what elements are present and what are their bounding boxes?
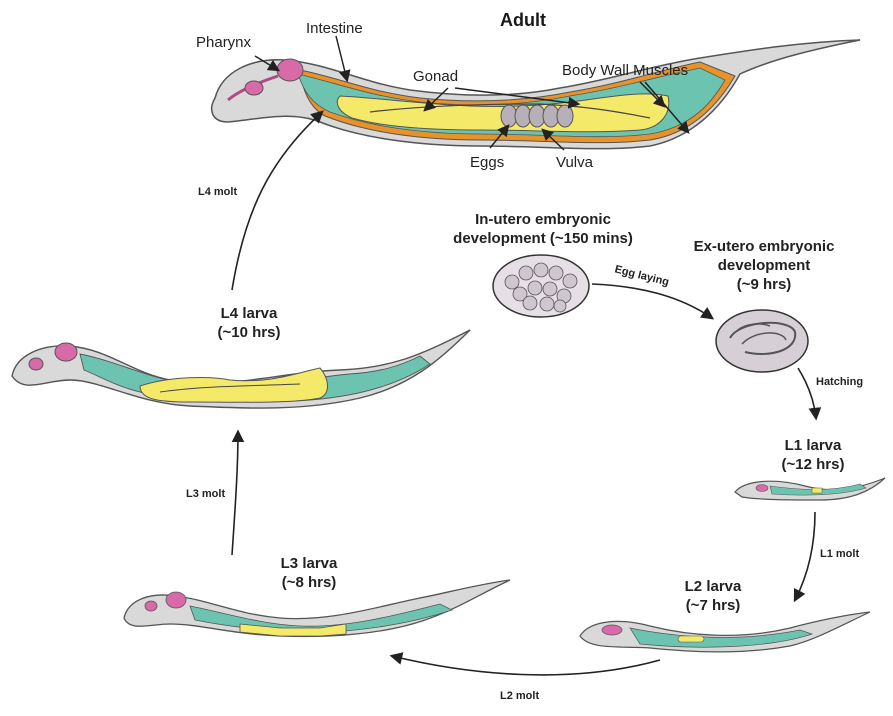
l3-molt-label: L3 molt — [186, 488, 225, 500]
ex-utero-label: Ex-utero embryonic development (~9 hrs) — [672, 237, 856, 294]
l1-molt-arrow — [795, 512, 815, 600]
l2-label: L2 larva (~7 hrs) — [668, 577, 758, 615]
l2-name: L2 larva — [668, 577, 758, 596]
l4-molt-label: L4 molt — [198, 186, 237, 198]
l1-name: L1 larva — [768, 436, 858, 455]
hatching-arrow — [798, 368, 816, 418]
eggs-label: Eggs — [470, 154, 504, 171]
l3-time: (~8 hrs) — [264, 573, 354, 592]
l4-time: (~10 hrs) — [204, 323, 294, 342]
l3-molt-arrow — [232, 432, 238, 555]
l4-name: L4 larva — [204, 304, 294, 323]
l1-label: L1 larva (~12 hrs) — [768, 436, 858, 474]
ex-utero-line2: development — [672, 256, 856, 275]
l2-time: (~7 hrs) — [668, 596, 758, 615]
l1-worm — [735, 478, 885, 500]
in-utero-egg — [493, 255, 589, 317]
l1-molt-label: L1 molt — [820, 548, 859, 560]
intestine-label: Intestine — [306, 20, 363, 37]
ex-utero-egg — [716, 310, 808, 372]
body-wall-muscles-label: Body Wall Muscles — [562, 62, 688, 79]
in-utero-label: In-utero embryonic development (~150 min… — [418, 210, 668, 248]
adult-eggs — [501, 105, 573, 127]
l4-molt-arrow — [232, 112, 322, 290]
in-utero-line1: In-utero embryonic — [418, 210, 668, 229]
ex-utero-line3: (~9 hrs) — [672, 275, 856, 294]
ex-utero-line1: Ex-utero embryonic — [672, 237, 856, 256]
l1-time: (~12 hrs) — [768, 455, 858, 474]
in-utero-line2: development (~150 mins) — [418, 229, 668, 248]
adult-title: Adult — [500, 10, 546, 31]
gonad-label: Gonad — [413, 68, 458, 85]
vulva-label: Vulva — [556, 154, 593, 171]
l3-label: L3 larva (~8 hrs) — [264, 554, 354, 592]
adult-worm — [212, 40, 860, 149]
l2-worm — [580, 612, 870, 652]
l4-label: L4 larva (~10 hrs) — [204, 304, 294, 342]
l3-name: L3 larva — [264, 554, 354, 573]
hatching-label: Hatching — [816, 376, 863, 388]
l2-molt-label: L2 molt — [500, 690, 539, 702]
pharynx-label: Pharynx — [196, 34, 251, 51]
l2-molt-arrow — [392, 656, 660, 675]
